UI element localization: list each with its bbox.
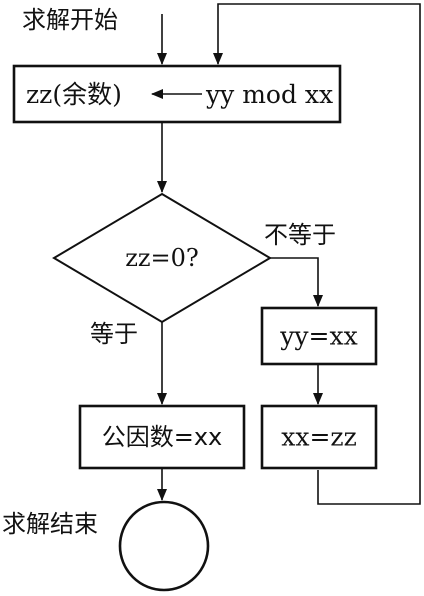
compute-box-left-text: zz(余数) [26, 80, 122, 109]
end-label: 求解结束 [2, 510, 98, 538]
end-circle [118, 500, 210, 592]
xx-box-text: xx=zz [281, 422, 357, 452]
no-branch-line [270, 257, 323, 307]
start-label: 求解开始 [22, 6, 118, 34]
branch-yes-label: 等于 [90, 320, 138, 348]
xx-box [260, 404, 378, 470]
compute-box-right-text: yy mod xx [206, 80, 334, 109]
compute-box [12, 64, 342, 124]
yy-box [260, 306, 378, 366]
result-box-text: 公因数=xx [101, 423, 223, 451]
decision-text: zz=0? [125, 244, 199, 272]
yy-box-text: yy=xx [280, 321, 358, 351]
branch-no-label: 不等于 [264, 221, 336, 249]
loop-back-line [213, 3, 421, 505]
